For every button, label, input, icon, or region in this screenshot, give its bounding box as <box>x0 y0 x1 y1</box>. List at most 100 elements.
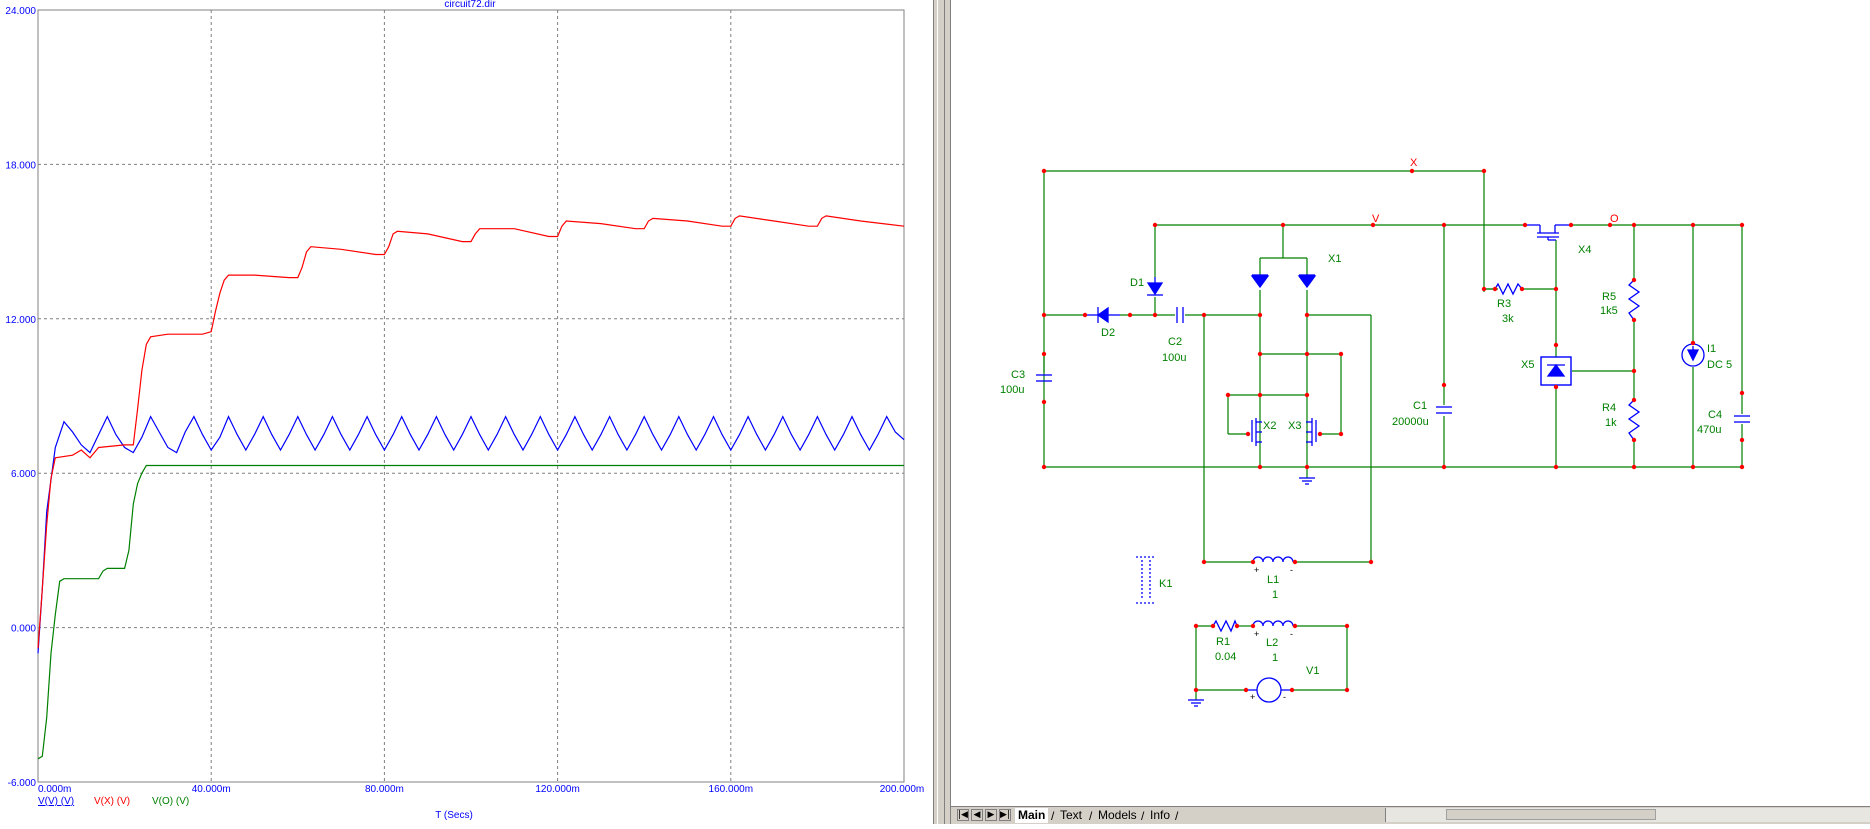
part-l2-name[interactable]: L2 <box>1266 637 1278 649</box>
node-dot <box>1553 464 1559 470</box>
tab-text[interactable]: Text <box>1060 808 1083 822</box>
node-dot <box>1082 312 1088 318</box>
part-r3-name[interactable]: R3 <box>1497 298 1511 310</box>
node-dot <box>1568 222 1574 228</box>
part-c1-name[interactable]: C1 <box>1413 400 1427 412</box>
part-x5-name[interactable]: X5 <box>1521 359 1534 371</box>
waveform-plot[interactable]: circuit72.dir 24.00018.00012.0006.0000.0… <box>0 0 933 824</box>
x-tick-label: 120.000m <box>535 784 579 795</box>
x-tick-label: 160.000m <box>709 784 753 795</box>
part-x4-name[interactable]: X4 <box>1578 244 1591 256</box>
node-dot <box>1631 397 1637 403</box>
legend-item-o[interactable]: V(O) (V) <box>152 796 189 807</box>
legend-item-v[interactable]: V(V) (V) <box>38 796 74 807</box>
diode-x1a-icon <box>1250 275 1270 289</box>
part-r5-name[interactable]: R5 <box>1602 291 1616 303</box>
node-dot <box>1631 368 1637 374</box>
node-dot <box>1201 312 1207 318</box>
horizontal-scrollbar[interactable] <box>1385 808 1870 822</box>
node-dot <box>1289 687 1295 693</box>
node-dot <box>1250 623 1256 629</box>
schematic-wires <box>1043 170 1743 700</box>
node-dot <box>1304 312 1310 318</box>
part-c2-name[interactable]: C2 <box>1168 336 1182 348</box>
node-dot <box>1234 623 1240 629</box>
prev-sheet-button[interactable]: ◀ <box>971 809 983 821</box>
part-r1-value[interactable]: 0.04 <box>1215 651 1236 663</box>
first-sheet-button[interactable]: |◀ <box>957 809 969 821</box>
node-dot <box>1739 437 1745 443</box>
node-dot <box>1152 222 1158 228</box>
node-dot <box>1338 431 1344 437</box>
part-c1-value[interactable]: 20000u <box>1392 416 1429 428</box>
svg-text:-: - <box>1290 565 1293 575</box>
next-sheet-button[interactable]: ▶ <box>985 809 997 821</box>
node-dot <box>1690 340 1696 346</box>
svg-text:-: - <box>1290 629 1293 639</box>
node-dot <box>1257 351 1263 357</box>
y-tick-label: 6.000 <box>11 469 36 480</box>
schematic-node-dots <box>1041 168 1745 693</box>
part-l1-name[interactable]: L1 <box>1267 574 1279 586</box>
y-tick-label: 12.000 <box>5 315 36 326</box>
part-c2-value[interactable]: 100u <box>1162 352 1186 364</box>
part-l2-value[interactable]: 1 <box>1272 652 1278 664</box>
part-d2-name[interactable]: D2 <box>1101 327 1115 339</box>
tab-main[interactable]: Main <box>1015 808 1049 823</box>
node-label-v[interactable]: V <box>1372 213 1380 225</box>
part-c3-value[interactable]: 100u <box>1000 384 1024 396</box>
node-dot <box>1338 351 1344 357</box>
node-dot <box>1304 464 1310 470</box>
schematic-canvas[interactable]: +- +- +- X V O D1 D2 C2 100u C3 100u X1 … <box>951 0 1870 806</box>
node-dot <box>1257 392 1263 398</box>
node-dot <box>1631 437 1637 443</box>
x-axis-title: T (Secs) <box>435 810 473 821</box>
splitter-shadow <box>944 0 945 824</box>
part-l1-value[interactable]: 1 <box>1272 589 1278 601</box>
node-dot <box>1041 168 1047 174</box>
part-c3-name[interactable]: C3 <box>1011 369 1025 381</box>
part-r4-value[interactable]: 1k <box>1605 417 1617 429</box>
part-r3-value[interactable]: 3k <box>1502 313 1514 325</box>
part-x1-name[interactable]: X1 <box>1328 253 1341 265</box>
last-sheet-button[interactable]: ▶| <box>999 809 1011 821</box>
node-dot <box>1481 286 1487 292</box>
part-k1-name[interactable]: K1 <box>1159 578 1172 590</box>
node-label-x[interactable]: X <box>1410 157 1418 169</box>
part-r5-value[interactable]: 1k5 <box>1600 305 1618 317</box>
tab-models[interactable]: Models <box>1098 808 1137 822</box>
part-x3-name[interactable]: X3 <box>1288 420 1301 432</box>
y-tick-label: 18.000 <box>5 160 36 171</box>
part-d1-name[interactable]: D1 <box>1130 277 1144 289</box>
part-c4-name[interactable]: C4 <box>1708 409 1722 421</box>
node-dot <box>1739 390 1745 396</box>
scrollbar-thumb[interactable] <box>1446 809 1656 820</box>
part-x2-name[interactable]: X2 <box>1263 420 1276 432</box>
series-line-x <box>37 215 905 649</box>
plot-area <box>37 9 905 783</box>
y-tick-label: 0.000 <box>11 624 36 635</box>
diode-d2-icon <box>1096 306 1109 324</box>
svg-text:+: + <box>1250 692 1255 702</box>
node-dot <box>1152 312 1158 318</box>
node-label-o[interactable]: O <box>1610 213 1619 225</box>
part-r4-name[interactable]: R4 <box>1602 402 1616 414</box>
part-c4-value[interactable]: 470u <box>1697 424 1721 436</box>
part-r1-name[interactable]: R1 <box>1216 636 1230 648</box>
legend-item-x[interactable]: V(X) (V) <box>94 796 130 807</box>
tab-separator: / <box>1089 809 1093 823</box>
schematic-pane[interactable]: +- +- +- X V O D1 D2 C2 100u C3 100u X1 … <box>951 0 1870 824</box>
tab-info[interactable]: Info <box>1150 808 1171 822</box>
pane-splitter[interactable] <box>933 0 951 824</box>
part-v1-name[interactable]: V1 <box>1306 665 1319 677</box>
node-dot <box>1553 286 1559 292</box>
part-i1-value[interactable]: DC 5 <box>1707 359 1732 371</box>
node-dot <box>1631 222 1637 228</box>
node-dot <box>1492 286 1498 292</box>
node-labels: X V O <box>1372 157 1619 225</box>
node-dot <box>1127 312 1133 318</box>
part-i1-name[interactable]: I1 <box>1707 343 1716 355</box>
polarity-marks: +- +- +- <box>1250 565 1293 702</box>
